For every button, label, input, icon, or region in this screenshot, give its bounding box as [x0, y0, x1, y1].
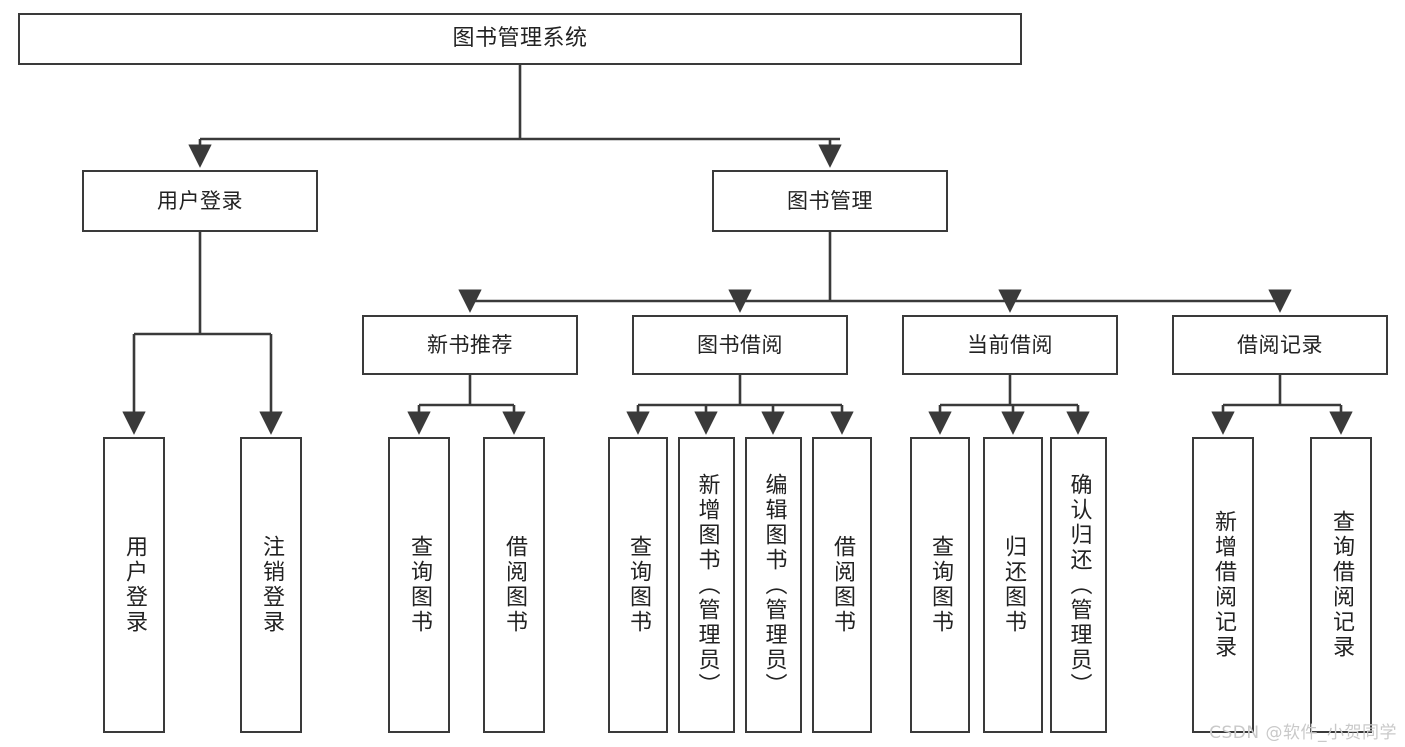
node-current-borrow-label: 当前借阅: [967, 332, 1053, 357]
node-leaf-user-logout[interactable]: 注销登录: [240, 437, 302, 733]
node-current-borrow[interactable]: 当前借阅: [902, 315, 1118, 375]
node-new-book-rec[interactable]: 新书推荐: [362, 315, 578, 375]
node-borrow-record-label: 借阅记录: [1237, 332, 1323, 357]
node-leaf-borrow-book[interactable]: 借阅图书: [812, 437, 872, 733]
node-leaf-add-book-label: 新增图书（管理员）: [694, 472, 720, 698]
node-book-borrow-label: 图书借阅: [697, 332, 783, 357]
node-leaf-query-record-label: 查询借阅记录: [1329, 510, 1354, 660]
node-leaf-edit-book-label: 编辑图书（管理员）: [761, 472, 787, 698]
node-leaf-add-record-label: 新增借阅记录: [1211, 510, 1236, 660]
node-leaf-user-login[interactable]: 用户登录: [103, 437, 165, 733]
node-leaf-query-book[interactable]: 查询图书: [608, 437, 668, 733]
node-borrow-record[interactable]: 借阅记录: [1172, 315, 1388, 375]
node-user-login-label: 用户登录: [157, 188, 243, 213]
node-leaf-borrow-book-rec[interactable]: 借阅图书: [483, 437, 545, 733]
node-user-login[interactable]: 用户登录: [82, 170, 318, 232]
node-leaf-confirm-return-label: 确认归还（管理员）: [1066, 472, 1092, 698]
node-leaf-confirm-return[interactable]: 确认归还（管理员）: [1050, 437, 1107, 733]
node-leaf-add-book[interactable]: 新增图书（管理员）: [678, 437, 735, 733]
node-book-borrow[interactable]: 图书借阅: [632, 315, 848, 375]
node-leaf-query-book-label: 查询图书: [626, 535, 651, 635]
node-leaf-query-book-cur[interactable]: 查询图书: [910, 437, 970, 733]
node-leaf-query-book-rec[interactable]: 查询图书: [388, 437, 450, 733]
node-leaf-return-book-label: 归还图书: [1001, 535, 1026, 635]
node-leaf-query-book-cur-label: 查询图书: [928, 535, 953, 635]
node-leaf-user-login-label: 用户登录: [122, 535, 147, 635]
node-book-manage[interactable]: 图书管理: [712, 170, 948, 232]
node-leaf-query-book-rec-label: 查询图书: [407, 535, 432, 635]
node-leaf-borrow-book-rec-label: 借阅图书: [502, 535, 527, 635]
node-leaf-borrow-book-label: 借阅图书: [830, 535, 855, 635]
node-leaf-user-logout-label: 注销登录: [259, 535, 284, 635]
node-book-manage-label: 图书管理: [787, 188, 873, 213]
node-new-book-rec-label: 新书推荐: [427, 332, 513, 357]
node-root[interactable]: 图书管理系统: [18, 13, 1022, 65]
node-root-label: 图书管理系统: [452, 26, 588, 52]
node-leaf-query-record[interactable]: 查询借阅记录: [1310, 437, 1372, 733]
node-leaf-return-book[interactable]: 归还图书: [983, 437, 1043, 733]
node-leaf-add-record[interactable]: 新增借阅记录: [1192, 437, 1254, 733]
node-leaf-edit-book[interactable]: 编辑图书（管理员）: [745, 437, 802, 733]
